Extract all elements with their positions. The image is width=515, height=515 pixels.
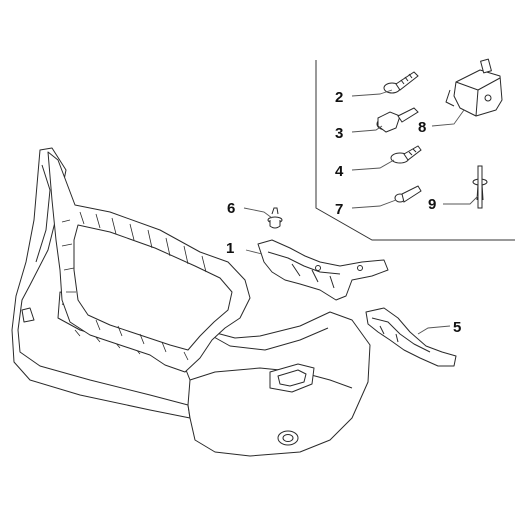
- callout-6: 6: [227, 200, 235, 217]
- leader-3: [351, 125, 383, 133]
- part-1-bracket: [257, 239, 389, 301]
- callout-8: 8: [418, 119, 426, 136]
- callout-3: 3: [335, 125, 343, 142]
- bumper-assembly: [11, 147, 371, 457]
- callout-1: 1: [226, 240, 234, 257]
- leader-lines: [243, 89, 479, 335]
- leader-7: [351, 199, 397, 209]
- leader-4: [351, 159, 395, 171]
- leader-8: [431, 109, 465, 127]
- callout-9: 9: [428, 196, 436, 213]
- leader-6: [243, 207, 273, 219]
- inset-panel-border: [315, 60, 515, 241]
- part-6-clip: [267, 207, 283, 229]
- part-3-bolt: [376, 107, 419, 133]
- part-4-screw: [390, 145, 422, 164]
- callout-5: 5: [453, 319, 461, 336]
- part-8-sensor: [445, 58, 503, 117]
- leader-2: [351, 89, 393, 97]
- part-7-bolt: [394, 185, 422, 203]
- leader-1: [245, 249, 263, 255]
- leader-5: [417, 325, 451, 335]
- leader-9: [443, 195, 479, 205]
- part-9-rivet: [472, 165, 488, 209]
- callout-7: 7: [335, 201, 343, 218]
- part-2-screw: [383, 71, 419, 94]
- callout-labels: 1 2 3 4 5 6 7 8 9: [226, 89, 461, 336]
- part-5-bracket: [365, 307, 457, 367]
- callout-2: 2: [335, 89, 343, 106]
- callout-4: 4: [335, 163, 344, 180]
